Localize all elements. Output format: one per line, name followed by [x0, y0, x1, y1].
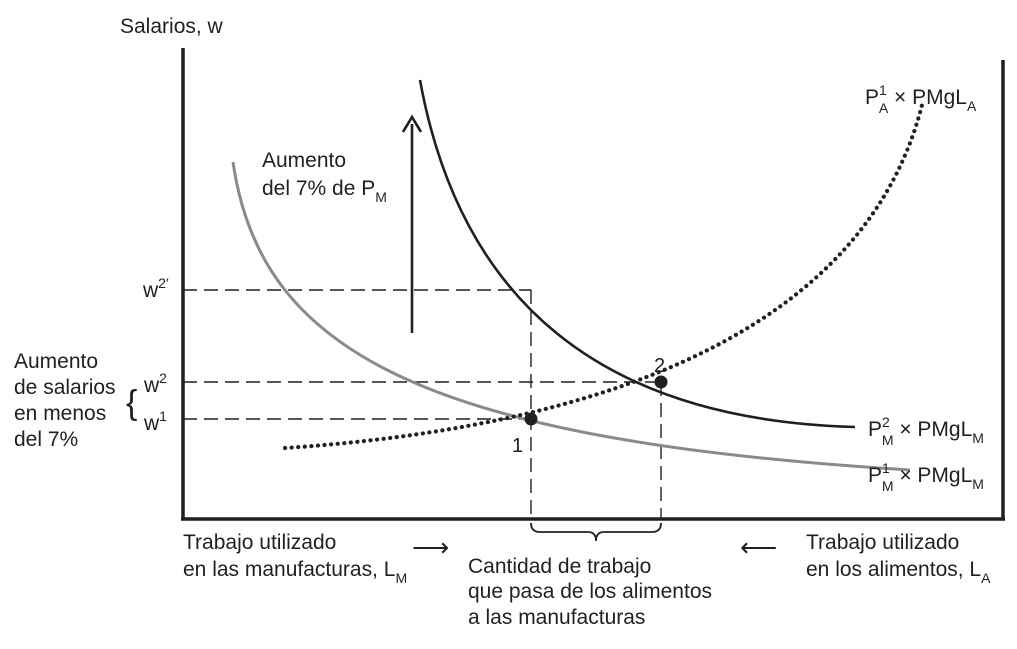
curve-pm1-mpl-m — [231, 161, 911, 472]
y-axis-label: Salarios, w — [120, 15, 224, 38]
w2-label: w2 — [143, 370, 167, 397]
arrow-annotation-line2: del 7% de PM — [262, 177, 387, 205]
bottom-right-arrow: ⟵ — [740, 532, 777, 562]
curve-pm2-mpl-m — [418, 79, 856, 429]
wage-increase-note-line1: Aumento — [14, 350, 98, 373]
equilibrium-point-2 — [654, 375, 668, 389]
point-2-label: 2 — [654, 355, 665, 377]
bottom-left-arrow: ⟶ — [412, 532, 449, 562]
bottom-left-line1: Trabajo utilizado — [183, 531, 336, 554]
bottom-center-line3: a las manufacturas — [468, 606, 645, 629]
bottom-right-line2: en los alimentos, LA — [806, 558, 991, 586]
curve-pa1-mpl-a — [282, 102, 925, 451]
labor-shift-brace — [530, 522, 662, 542]
point-1-label: 1 — [512, 435, 523, 457]
arrow-annotation-line1: Aumento — [262, 149, 346, 172]
wage-increase-note-line4: del 7% — [14, 428, 78, 451]
bottom-center-line1: Cantidad de trabajo — [468, 555, 651, 578]
w1-label: w1 — [143, 408, 167, 435]
wage-range-brace: { — [126, 384, 137, 422]
bottom-right-line1: Trabajo utilizado — [806, 531, 959, 554]
bottom-left-line2: en las manufacturas, LM — [183, 558, 407, 586]
wage-increase-note-line3: en menos — [14, 402, 106, 425]
bottom-center-line2: que pasa de los alimentos — [468, 580, 712, 603]
w2-prime-label: w2′ — [142, 275, 169, 302]
wage-increase-note-line2: de salarios — [14, 376, 116, 399]
equilibrium-point-1 — [524, 412, 538, 426]
price-increase-arrow-head — [401, 114, 423, 133]
